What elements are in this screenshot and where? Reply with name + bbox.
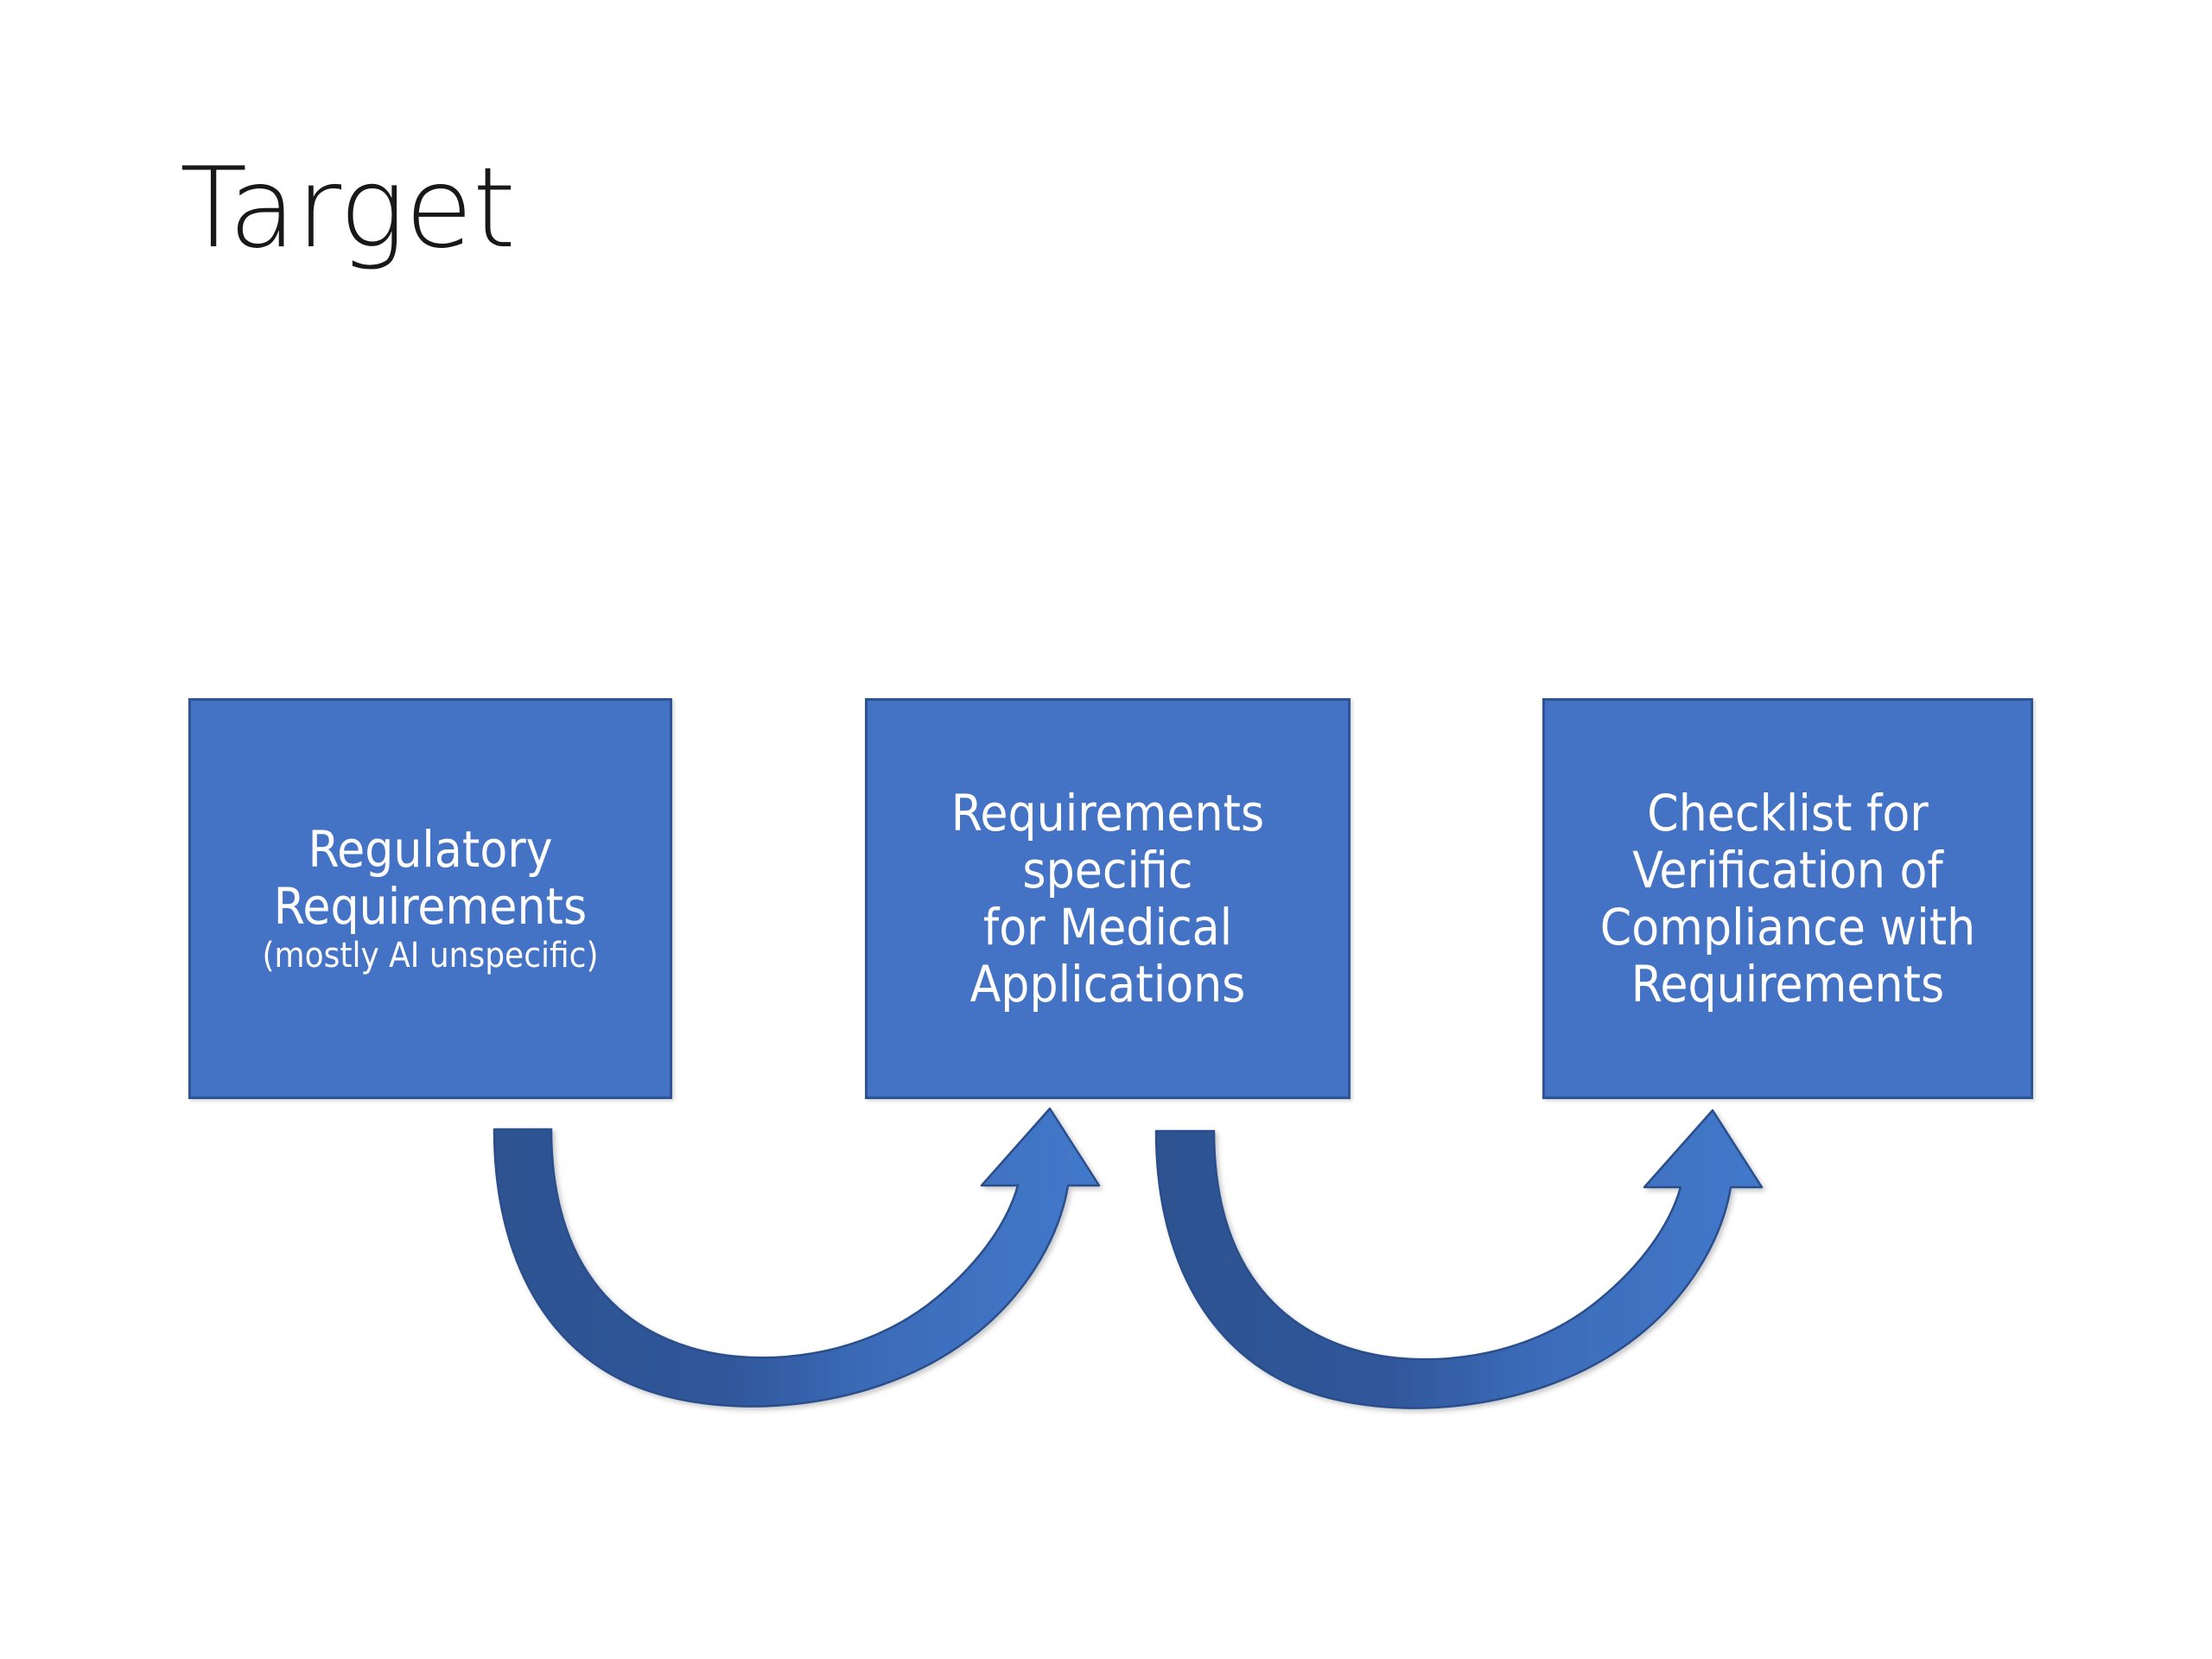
flow-box-line: Regulatory [308,820,553,880]
flow-box-regulatory-requirements[interactable]: Regulatory Requirements (mostly AI unspe… [188,698,672,1099]
flow-box-line: Requirements specific [950,783,1265,899]
flow-box-line: Verification of [1632,840,1943,899]
arrow-1-curved-up-arrow [493,1107,1101,1408]
flow-box-line: Requirements [273,877,588,937]
page-title: Target [180,144,516,273]
flow-box-text: Requirements specific for Medical Applic… [868,783,1348,1014]
flow-box-text: Regulatory Requirements (mostly AI unspe… [191,821,670,976]
arrow-2-curved-up-arrow [1154,1109,1764,1409]
flow-box-text: Checklist for Verification of Compliance… [1545,783,2031,1014]
flow-box-subtitle: (mostly AI unspecific) [262,935,599,976]
flow-box-medical-requirements[interactable]: Requirements specific for Medical Applic… [865,698,1351,1099]
flow-box-line: for Medical [982,898,1233,957]
flow-box-line: Checklist for [1647,783,1929,842]
flow-box-line: Compliance with [1599,898,1976,957]
flow-box-compliance-checklist[interactable]: Checklist for Verification of Compliance… [1542,698,2033,1099]
flow-box-line: Requirements [1630,955,1945,1014]
flow-box-line: Applications [969,955,1246,1014]
